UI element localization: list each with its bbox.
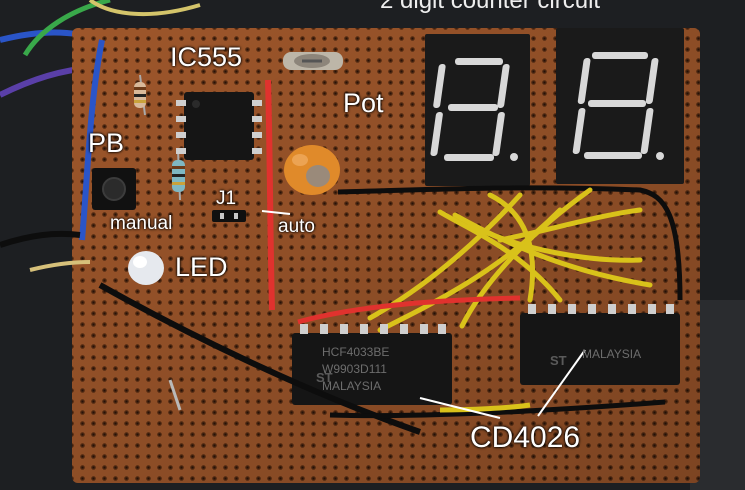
black-wire-display	[337, 185, 683, 301]
electrolytic-capacitor	[284, 145, 340, 195]
cd4026-pointer-left	[419, 397, 501, 419]
led	[128, 251, 164, 285]
chip-marking-right: MALAYSIA	[582, 347, 642, 361]
blue-wire-edge	[79, 39, 105, 241]
chip-marking-line-3: MALAYSIA	[322, 379, 382, 393]
ic555-chip	[176, 92, 262, 160]
red-wire-vertical	[265, 79, 275, 311]
st-logo-right: ST	[550, 353, 567, 368]
chip-marking-line-2: W9903D111	[322, 362, 387, 376]
label-pb: PB	[88, 128, 125, 158]
label-pot: Pot	[343, 88, 384, 118]
label-manual: manual	[110, 213, 173, 234]
component-lead	[168, 379, 182, 411]
black-wire-bottom	[329, 399, 666, 419]
resistor-middle	[172, 149, 185, 201]
label-j1: J1	[216, 188, 237, 209]
page-title: 2 digit counter circuit	[380, 0, 601, 14]
label-ic555: IC555	[170, 42, 243, 72]
push-button	[92, 168, 136, 210]
black-wire-left	[0, 230, 81, 248]
seven-segment-display-right	[556, 28, 684, 184]
seven-segment-display-left	[425, 34, 530, 186]
label-cd4026: CD4026	[470, 421, 581, 454]
resistor-top	[134, 74, 146, 116]
auto-pointer-line	[261, 210, 291, 215]
label-led: LED	[175, 252, 228, 282]
chip-marking-line-1: HCF4033BE	[322, 345, 390, 359]
jumper-j1	[212, 210, 246, 222]
cd4026-chip-left: ST	[292, 324, 452, 405]
red-wire-bottom	[297, 295, 521, 325]
label-auto: auto	[278, 216, 315, 237]
yellow-wire-bottom	[439, 402, 531, 413]
cd4026-pointer-right	[537, 349, 586, 417]
cd4026-chip-right: ST	[520, 304, 680, 385]
st-logo-left: ST	[316, 370, 333, 385]
yellow-wire-top	[88, 0, 201, 16]
potentiometer	[283, 52, 343, 70]
tan-wire-left	[29, 260, 91, 272]
